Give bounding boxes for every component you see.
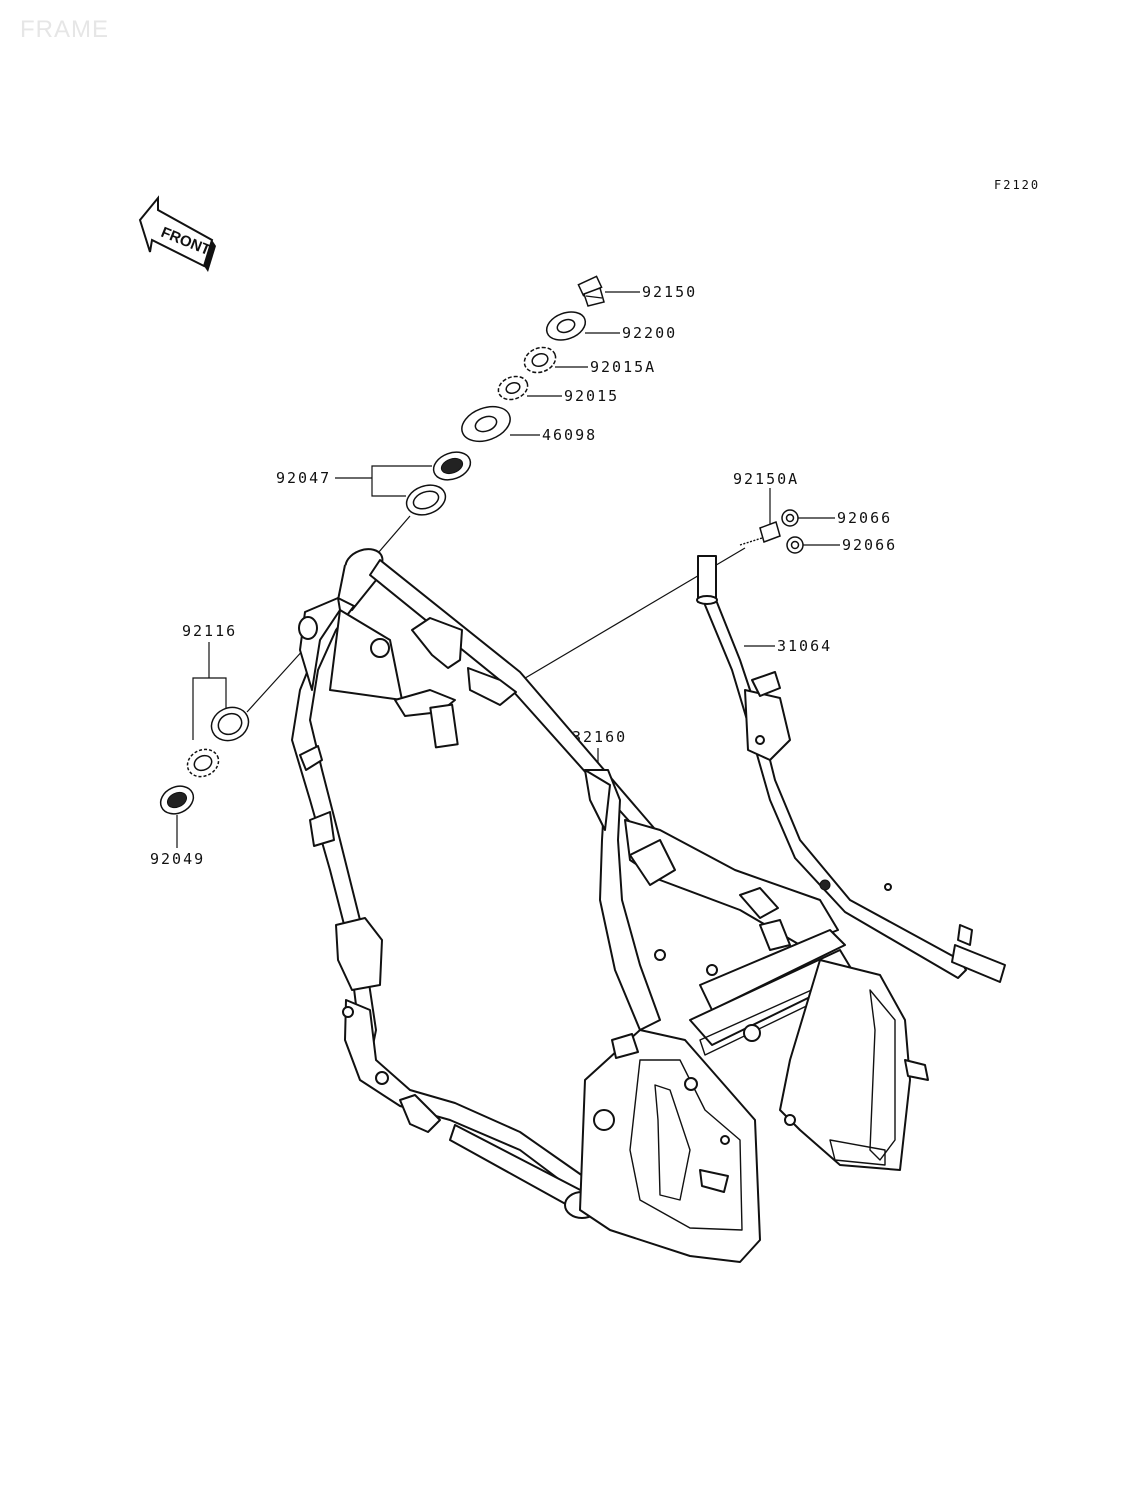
label-92066-bottom: 92066 — [842, 536, 897, 554]
label-31064: 31064 — [777, 637, 832, 655]
cover-46098 — [461, 405, 511, 443]
label-92200: 92200 — [622, 324, 677, 342]
seal-92049 — [159, 785, 195, 815]
label-92116: 92116 — [182, 622, 237, 640]
label-92015: 92015 — [564, 387, 619, 405]
bolt-92150 — [577, 275, 605, 307]
bolt-92150A — [739, 521, 781, 546]
label-92047: 92047 — [276, 469, 331, 487]
label-92150A: 92150A — [733, 470, 799, 488]
label-92066-top: 92066 — [837, 509, 892, 527]
watermark: FRAME — [20, 16, 109, 43]
figure-code: F2120 — [994, 178, 1041, 192]
front-arrow-icon: FRONT — [138, 195, 216, 272]
washer-92200 — [545, 311, 587, 341]
bearing-92116 — [186, 748, 220, 778]
nut-92066-bottom — [786, 536, 804, 554]
label-32160: 32160 — [572, 728, 627, 746]
race-92047-lower — [405, 484, 447, 516]
race-92116 — [210, 706, 250, 742]
label-92015A: 92015A — [590, 358, 656, 376]
nut-92015 — [497, 375, 529, 401]
label-92150: 92150 — [642, 283, 697, 301]
race-92047-upper — [432, 451, 472, 481]
label-46098: 46098 — [542, 426, 597, 444]
label-92049: 92049 — [150, 850, 205, 868]
nut-92066-top — [781, 509, 799, 527]
main-frame — [291, 548, 1006, 1263]
nut-92015A — [523, 346, 557, 374]
